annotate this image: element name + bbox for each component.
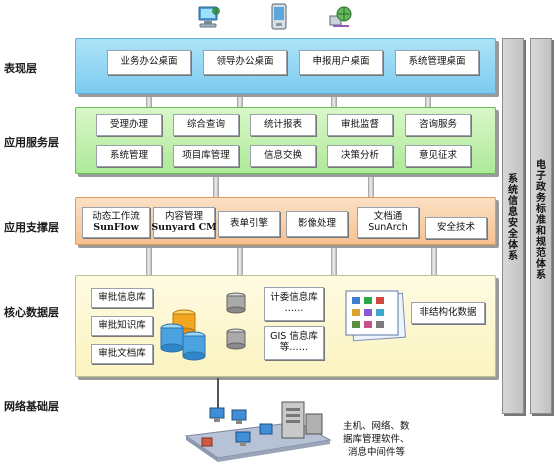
image-processing-component: 影像处理: [286, 211, 348, 237]
planning-info-label: 计委信息库: [270, 292, 318, 304]
connector: [331, 95, 337, 107]
service-item: 审批监督: [327, 114, 393, 136]
layer-label-network: 网络基础层: [4, 400, 59, 413]
applicant-user-desktop: 申报用户桌面: [299, 50, 383, 75]
approval-info-library: 审批信息库: [91, 288, 153, 308]
layer-label-presentation: 表现层: [4, 62, 37, 75]
gis-info-ellipsis: 等……: [279, 342, 309, 353]
unstructured-documents-icon: [345, 290, 407, 342]
layer-label-core-data: 核心数据层: [4, 306, 59, 319]
service-item: 受理办理: [96, 114, 162, 136]
desktop-computer-icon: [198, 6, 220, 28]
unstructured-data-box: 非结构化数据: [411, 302, 485, 324]
planning-info-ellipsis: ……: [284, 303, 304, 314]
service-item: 综合查询: [173, 114, 239, 136]
connector: [425, 95, 431, 107]
service-item: 咨询服务: [405, 114, 471, 136]
service-item: 统计报表: [250, 114, 316, 136]
security-system-label: 系统信息安全体系: [508, 174, 518, 262]
gis-info-label: GIS 信息库: [270, 331, 318, 343]
leadership-office-desktop: 领导办公桌面: [203, 50, 287, 75]
archive-label: 文档通: [373, 210, 403, 222]
layer-label-app-support: 应用支撑层: [4, 221, 59, 234]
service-item: 决策分析: [327, 145, 393, 167]
workflow-component: 动态工作流 SunFlow: [82, 207, 150, 238]
network-globe-icon: [329, 6, 352, 27]
standards-system-column: [530, 38, 552, 414]
content-management-product: Sunyard CM: [151, 221, 217, 233]
gis-info-library: GIS 信息库 等……: [264, 326, 324, 360]
database-cluster-icon: [160, 292, 246, 361]
system-admin-desktop: 系统管理桌面: [395, 50, 479, 75]
network-infrastructure-icon: [184, 378, 332, 462]
service-item: 项目库管理: [173, 145, 239, 167]
connector: [431, 246, 437, 275]
content-management-component: 内容管理 Sunyard CM: [151, 207, 217, 238]
workflow-label: 动态工作流: [92, 210, 140, 222]
planning-info-library: 计委信息库 ……: [264, 287, 324, 321]
layer-label-app-service: 应用服务层: [4, 136, 59, 149]
network-note-line-1: 主机、网络、数: [343, 421, 410, 432]
service-item: 信息交换: [250, 145, 316, 167]
connector: [368, 175, 374, 197]
approval-knowledge-library: 审批知识库: [91, 316, 153, 336]
business-office-desktop: 业务办公桌面: [107, 50, 191, 75]
archive-product: SunArch: [368, 221, 408, 233]
standards-system-label: 电子政务标准和规范体系: [536, 160, 546, 281]
approval-document-library: 审批文档库: [91, 344, 153, 364]
content-management-label: 内容管理: [164, 210, 203, 222]
connector: [237, 95, 243, 107]
connector: [146, 246, 152, 275]
archive-component: 文档通 SunArch: [357, 207, 419, 238]
service-item: 意见征求: [405, 145, 471, 167]
connector: [237, 246, 243, 275]
connector: [331, 246, 337, 275]
handheld-device-icon: [271, 3, 287, 30]
network-note-line-3: 消息中间件等: [348, 447, 406, 458]
form-engine-component: 表单引擎: [218, 211, 280, 237]
workflow-product: SunFlow: [93, 221, 139, 233]
connector: [146, 95, 152, 107]
security-system-column: [502, 38, 524, 414]
network-note-line-2: 据库管理软件、: [343, 434, 410, 445]
connector: [213, 175, 219, 197]
security-tech-component: 安全技术: [425, 217, 487, 239]
service-item: 系统管理: [96, 145, 162, 167]
